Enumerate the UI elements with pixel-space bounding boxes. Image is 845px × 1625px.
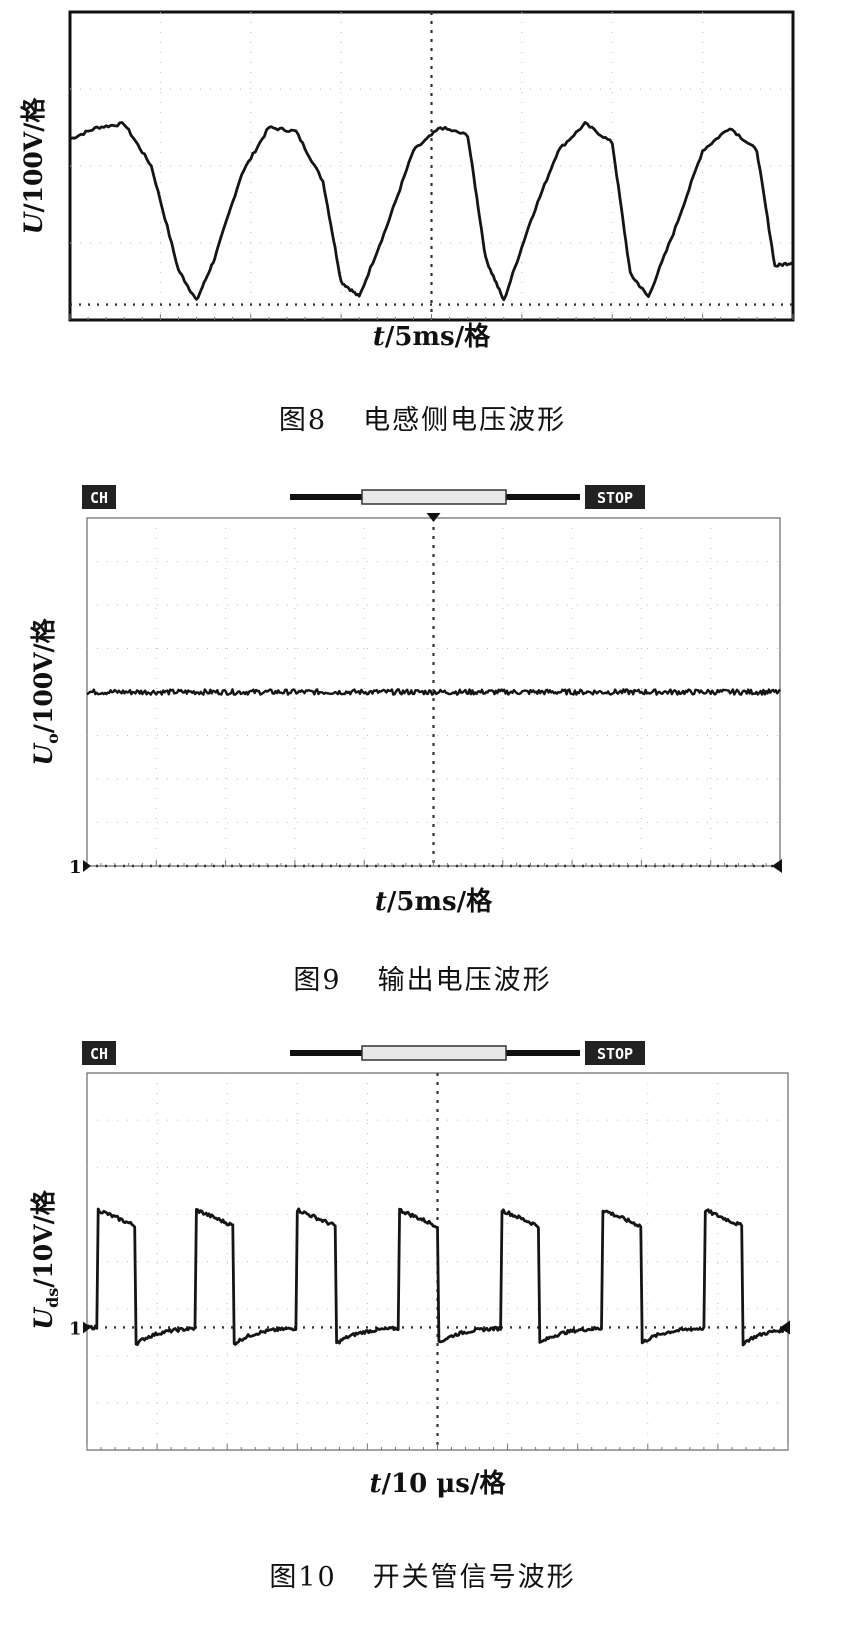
stop-badge (585, 485, 645, 509)
x-axis-variable: t (373, 322, 385, 352)
ground-marker-arrow (83, 1321, 91, 1334)
figure-10-caption: 图10 开关管信号波形 (0, 1555, 845, 1594)
ground-marker-label: 1 (69, 857, 82, 878)
x-axis-label: t/5ms/格 (375, 886, 493, 917)
trigger-position-marker (426, 513, 441, 522)
figure-9-caption-text: 输出电压波形 (377, 965, 552, 996)
x-axis-unit: /10 μs/格 (382, 1468, 507, 1499)
memory-window (361, 1045, 507, 1061)
stop-badge (585, 1041, 645, 1065)
y-axis-unit: /10V/格 (29, 1189, 58, 1287)
y-axis-unit: /100V/格 (19, 97, 48, 213)
y-axis-subscript: ds (43, 1288, 62, 1308)
chart-inductor-voltage: t/5ms/格 U/100V/格 (19, 10, 795, 352)
trigger-level-marker (772, 859, 782, 873)
y-axis-subscript: o (43, 733, 62, 744)
figure-10-caption-text: 开关管信号波形 (372, 1562, 576, 1593)
chart-switch-signal: 1 CH STOP t/10 μs/格 Uds/10V/格 (29, 1041, 790, 1499)
chart-output-voltage: 1 CH STOP t/5ms/格 Uo/100V/格 (29, 485, 782, 917)
x-axis-label: t/5ms/格 (373, 321, 491, 352)
trigger-level-marker (780, 1320, 790, 1335)
figure-8-caption-number: 图8 (278, 405, 328, 436)
stop-badge-label: STOP (597, 489, 633, 507)
figure-8-caption: 图8 电感侧电压波形 (0, 398, 845, 437)
y-axis-label: U/100V/格 (19, 97, 48, 235)
channel-badge (82, 485, 116, 509)
figure-8-caption-text: 电感侧电压波形 (363, 405, 567, 436)
y-axis-variable: U (19, 210, 48, 234)
y-axis-variable: U (29, 742, 58, 766)
channel-badge-label: CH (90, 1045, 108, 1063)
waveform-trace (69, 121, 794, 302)
y-axis-variable: U (29, 1306, 58, 1330)
figure-9: 1 CH STOP t/5ms/格 Uo/100V/格 (0, 470, 845, 950)
y-axis-label: Uo/100V/格 (29, 617, 62, 765)
ground-marker-label: 1 (69, 1318, 82, 1339)
channel-badge (82, 1041, 116, 1065)
y-axis-label: Uds/10V/格 (29, 1189, 62, 1329)
figure-9-caption-number: 图9 (293, 965, 342, 996)
waveform-trace (86, 688, 781, 696)
x-axis-variable: t (375, 887, 387, 917)
channel-badge-label: CH (90, 489, 108, 507)
figure-10-caption-number: 图10 (269, 1562, 337, 1593)
stop-badge-label: STOP (597, 1045, 633, 1063)
waveform-trace (85, 1207, 789, 1347)
x-axis-unit: /5ms/格 (385, 321, 491, 352)
figure-8: t/5ms/格 U/100V/格 (0, 0, 845, 460)
x-axis-variable: t (370, 1469, 382, 1499)
memory-window (361, 489, 507, 505)
y-axis-unit: /100V/格 (29, 617, 58, 733)
x-axis-unit: /5ms/格 (387, 886, 493, 917)
x-axis-label: t/10 μs/格 (370, 1468, 507, 1499)
ground-marker-arrow (83, 860, 91, 872)
figure-9-caption: 图9 输出电压波形 (0, 958, 845, 997)
figure-10: 1 CH STOP t/10 μs/格 Uds/10V/格 (0, 1030, 845, 1530)
